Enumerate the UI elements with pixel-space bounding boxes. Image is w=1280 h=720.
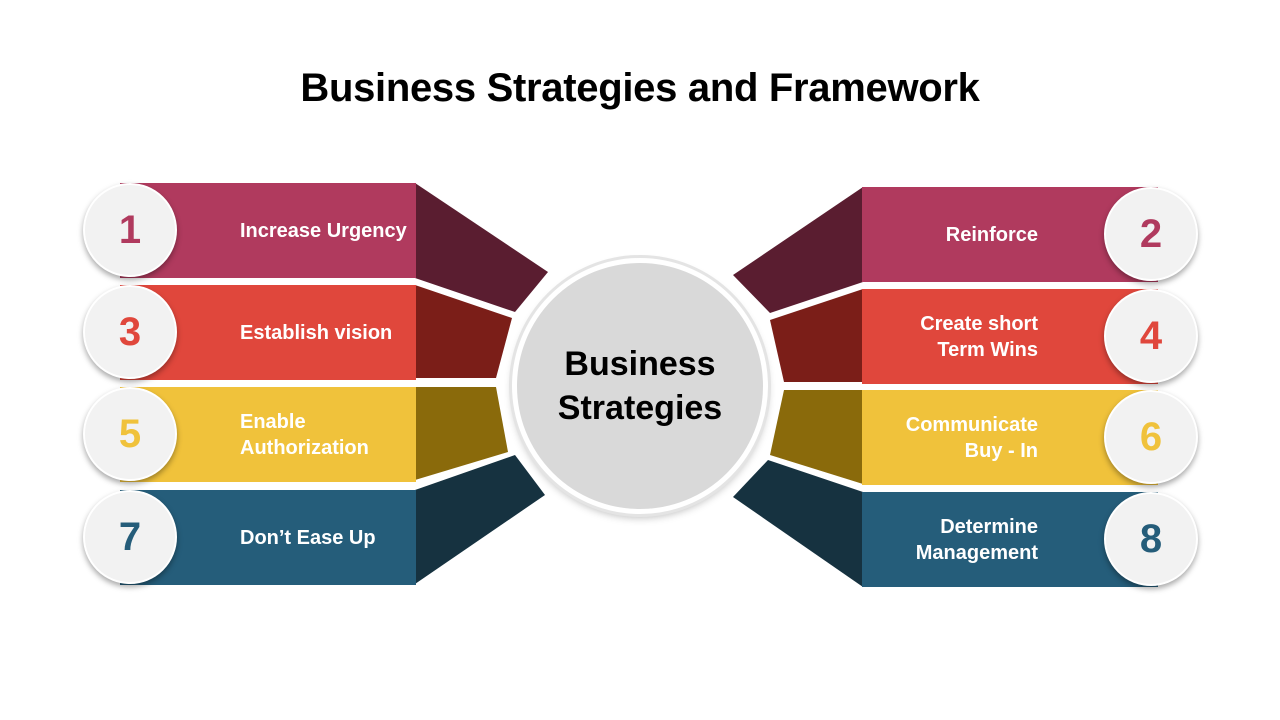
- page-title: Business Strategies and Framework: [300, 66, 980, 110]
- strategy-label-5-line1: Enable: [240, 410, 306, 433]
- connector-7: [415, 455, 545, 584]
- strategy-number-5: 5: [83, 387, 177, 481]
- strategy-label-6-line1: Communicate: [905, 413, 1038, 436]
- strategy-label-6-line2: Buy - In: [964, 439, 1038, 462]
- strategy-label-1-line1: Increase Urgency: [240, 219, 407, 242]
- strategy-bar-6: Communicate Buy - In: [862, 390, 1158, 485]
- strategy-number-4: 4: [1104, 289, 1198, 383]
- connector-3: [415, 285, 512, 378]
- center-label-line2: Strategies: [557, 389, 723, 427]
- strategy-number-7: 7: [83, 490, 177, 584]
- strategy-number-1: 1: [83, 183, 177, 277]
- connector-4: [770, 289, 863, 382]
- connector-1: [415, 183, 548, 312]
- strategy-label-4-line2: Term Wins: [937, 338, 1038, 361]
- strategy-label-2-line1: Reinforce: [945, 223, 1038, 246]
- strategy-number-3: 3: [83, 285, 177, 379]
- connector-6: [770, 390, 863, 484]
- connector-8: [733, 460, 863, 587]
- strategy-label-4-line1: Create short: [920, 312, 1038, 335]
- strategy-label-5-line2: Authorization: [240, 436, 369, 459]
- strategy-label-3-line1: Establish vision: [240, 321, 393, 344]
- center-label-line1: Business: [564, 345, 716, 383]
- strategy-label-8-line2: Management: [915, 541, 1038, 564]
- connector-2: [733, 187, 863, 313]
- strategy-bar-3: Establish vision: [120, 285, 416, 380]
- strategy-label-8-line1: Determine: [940, 515, 1038, 538]
- strategy-number-8: 8: [1104, 492, 1198, 586]
- connector-5: [415, 387, 508, 480]
- center-circle: Business Strategies: [512, 258, 768, 514]
- strategy-number-6: 6: [1104, 390, 1198, 484]
- strategy-number-2: 2: [1104, 187, 1198, 281]
- strategy-label-7-line1: Don’t Ease Up: [240, 526, 376, 549]
